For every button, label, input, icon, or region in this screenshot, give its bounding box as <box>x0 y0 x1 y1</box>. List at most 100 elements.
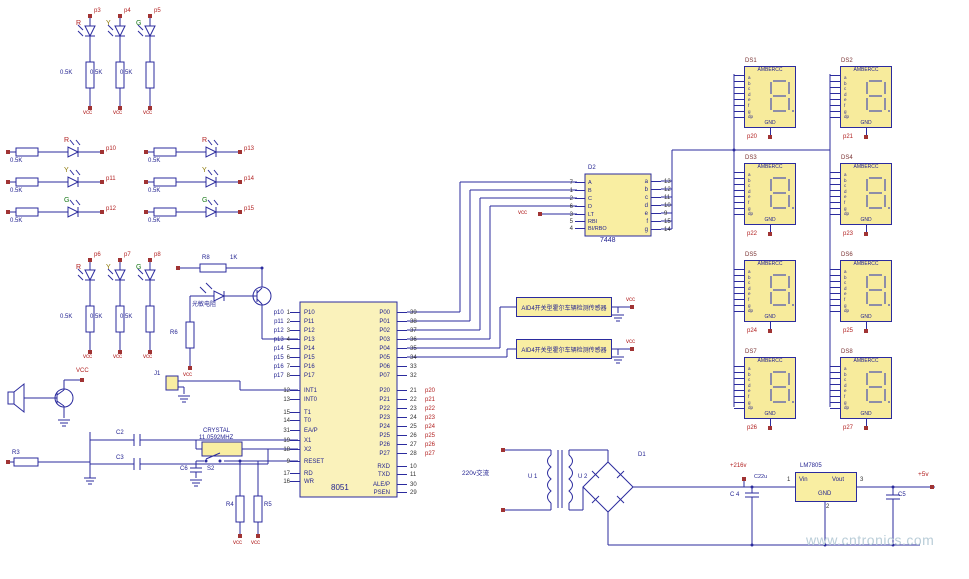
text-label: vcc <box>143 110 152 116</box>
seven-segment-digit <box>770 274 794 306</box>
display-pin-stubs <box>734 269 745 313</box>
pin-number: 13 <box>283 397 290 403</box>
pin-number: 38 <box>410 319 417 325</box>
text-label: G <box>136 20 142 27</box>
pin-number: 4 <box>286 337 290 343</box>
text-label: C2 <box>116 430 124 436</box>
pin-number: 14 <box>664 227 671 233</box>
pin-outer: 6 <box>545 203 585 211</box>
display-pin-stubs <box>830 75 841 119</box>
pin-name: P20 <box>379 388 390 394</box>
pin-outer: 12 <box>230 387 300 395</box>
regulator-pin3: 3 <box>860 477 864 483</box>
pin-wire <box>290 348 300 349</box>
pin-net-label: p21 <box>425 397 436 403</box>
text-label: S2 <box>207 466 215 472</box>
pin-name: P14 <box>304 346 315 352</box>
display-pin-stubs <box>734 172 745 216</box>
pin-name: T0 <box>304 418 312 424</box>
mcu-pin-right: 28 p27 P27 <box>379 450 537 458</box>
text-label: p10 <box>106 146 117 152</box>
pin-number: 14 <box>283 418 290 424</box>
pin-net-label: p17 <box>273 373 284 379</box>
pin-wire <box>575 182 585 183</box>
mcu-pin-left: 14 T0 <box>230 417 400 425</box>
display-pin-stubs <box>830 269 841 313</box>
pin-name: c <box>645 195 648 201</box>
pin-name: P22 <box>379 406 390 412</box>
display-designator: DS5 <box>745 252 757 258</box>
text-label: p13 <box>244 146 255 152</box>
display-designator: DS7 <box>745 349 757 355</box>
text-label: +216v <box>730 463 747 469</box>
pin-wire <box>651 197 661 198</box>
text-label: U 1 <box>528 474 538 480</box>
mcu-pin-left: 12 INT1 <box>230 387 400 395</box>
decoder-pin-right: 9 e <box>645 210 711 218</box>
pin-name: WR <box>304 479 314 485</box>
pin-name: T1 <box>304 410 312 416</box>
seven-segment-digit <box>866 80 890 112</box>
pin-wire <box>397 435 407 436</box>
pin-outer: 13 <box>230 396 300 404</box>
pin-wire <box>290 366 300 367</box>
text-label: C3 <box>116 455 124 461</box>
text-label: R <box>202 137 208 144</box>
seven-segment-display: DS2 AMBERCC a b c d e f g dp GND p21 <box>830 58 892 140</box>
display-gnd-pad <box>768 232 772 236</box>
pin-number: 13 <box>664 179 671 185</box>
display-title: AMBERCC <box>757 358 783 364</box>
pin-wire <box>290 312 300 313</box>
text-label: 0.5K <box>10 218 23 224</box>
top-left-led-group <box>78 14 155 110</box>
pin-wire <box>397 357 407 358</box>
voltage-regulator: LM7805 Vin Vout GND 1 3 2 <box>787 463 863 510</box>
display-title: AMBERCC <box>757 67 783 73</box>
display-gnd-wire <box>866 127 867 135</box>
display-pin-letters: a b c d e f g dp <box>844 172 850 217</box>
text-label: 0.5K <box>90 70 103 76</box>
pin-number: 10 <box>664 203 671 209</box>
display-gnd-wire <box>770 418 771 426</box>
photoresistor-circuit <box>175 263 298 371</box>
mcu-pin-right: 32 P07 <box>379 372 537 380</box>
pin-number: 10 <box>410 464 417 470</box>
text-label: 光敏电阻 <box>192 302 217 308</box>
mcu-pin-left: 17 RD <box>230 470 400 478</box>
mcu-pin-right: 26 p25 P25 <box>379 432 537 440</box>
text-label: vcc <box>83 354 92 360</box>
mcu-pin-right: 36 P03 <box>379 336 537 344</box>
pin-name: P23 <box>379 415 390 421</box>
pin-outer: 9 <box>230 458 300 466</box>
pin-wire <box>397 474 407 475</box>
pin-outer: 17 <box>230 470 300 478</box>
text-label: vcc <box>626 297 635 303</box>
display-pin-stubs <box>734 75 745 119</box>
display-gnd-pad <box>864 135 868 139</box>
pin-number: 25 <box>410 424 417 430</box>
display-pin-letters: a b c d e f g dp <box>844 75 850 120</box>
pin-wire <box>397 417 407 418</box>
pin-net-label: p20 <box>425 388 436 394</box>
pin-net-label: p25 <box>425 433 436 439</box>
display-title: AMBERCC <box>757 164 783 170</box>
display-gnd-label: GND <box>860 411 872 417</box>
pin-outer: 15 <box>230 409 300 417</box>
pin-number: 35 <box>410 346 417 352</box>
pin-name: P11 <box>304 319 315 325</box>
seven-segment-display: DS1 AMBERCC a b c d e f g dp GND p20 <box>734 58 796 140</box>
pin-number: 21 <box>410 388 417 394</box>
seven-segment-digit <box>866 371 890 403</box>
pin-wire <box>290 449 300 450</box>
text-label: CRYSTAL <box>203 428 231 434</box>
text-label: p7 <box>124 252 131 258</box>
mcu-pin-right: 10 RXD <box>377 463 537 471</box>
pin-wire <box>575 214 585 215</box>
display-pin-stubs <box>830 172 841 216</box>
pin-name: P06 <box>379 364 390 370</box>
text-label: p3 <box>94 8 101 14</box>
pin-net-label: p27 <box>425 451 436 457</box>
